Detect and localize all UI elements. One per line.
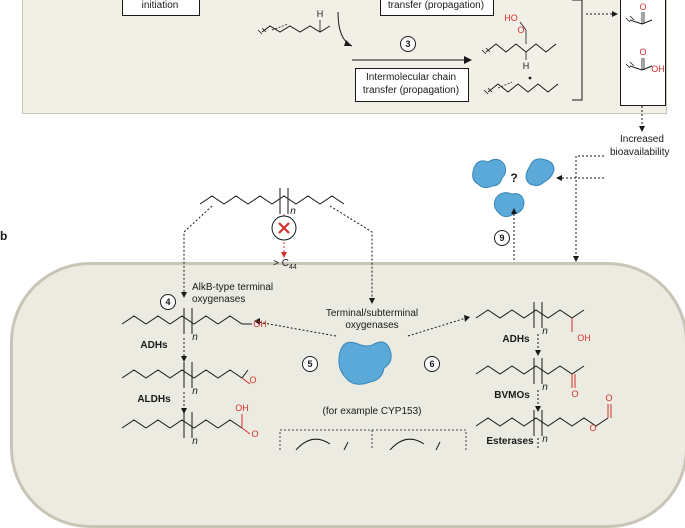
terminal-oxygenases-line2: oxygenases [345, 320, 399, 331]
o-label-aldehyde-b: O [249, 375, 257, 385]
oh-label-secondary: OH [577, 333, 591, 343]
intermolecular-box [355, 68, 469, 102]
alkb-label-line1: AlkB-type terminal [192, 282, 274, 293]
intermolecular-label-line1: Intermolecular chain [365, 72, 457, 83]
step-6-marker: 6 [424, 356, 440, 372]
question-mark: ? [510, 171, 518, 185]
step-5-marker: 5 [302, 356, 318, 372]
n-label-row3: n [192, 436, 198, 447]
enzyme-adhs-right: ADHs [502, 334, 530, 345]
panel-b-letter: b [0, 229, 8, 243]
enzyme-adhs-left: ADHs [140, 340, 168, 351]
oh-label-acid: OH [651, 64, 665, 74]
h-label: H [316, 9, 324, 19]
o-label-peroxide: O [517, 25, 525, 35]
bioavailability-line1: Increased [620, 134, 664, 145]
enzyme-aldhs: ALDHs [137, 394, 171, 405]
n-label-row3-right: n [542, 434, 548, 445]
oh-label-acid-b: OH [235, 403, 249, 413]
propagation-top-label: transfer (propagation) [387, 0, 485, 11]
step-9-marker: 9 [494, 230, 510, 246]
c44-prefix: > C [273, 258, 290, 269]
enzyme-esterases: Esterases [486, 436, 534, 447]
o-label-acid: O [639, 47, 647, 57]
initiation-box [122, 0, 200, 16]
oh-label-alcohol: OH [253, 319, 267, 329]
o-label-ester: O [589, 423, 597, 433]
terminal-oxygenases-line1: Terminal/subterminal [325, 308, 419, 319]
n-label-row1-right: n [542, 326, 548, 337]
n-label-row2-right: n [542, 382, 548, 393]
h-label-peroxide: H [522, 61, 530, 71]
n-label-top: n [290, 206, 296, 217]
panel-a-background [22, 0, 667, 114]
o-label-acid-b: O [251, 429, 259, 439]
o-label-ketone: O [571, 389, 579, 399]
n-label-row2: n [192, 386, 198, 397]
o-label-ester-top: O [605, 393, 613, 403]
enzyme-bvmos: BVMOs [494, 390, 530, 401]
example-cyp153: (for example CYP153) [322, 406, 422, 417]
propagation-top-box [380, 0, 494, 16]
c44-label: > C44 [270, 258, 300, 274]
alkb-label-line2: oxygenases [192, 294, 246, 305]
step-3-marker: 3 [400, 36, 416, 52]
ho-label: HO [504, 13, 518, 23]
initiation-label: initiation [141, 0, 179, 11]
products-box [620, 0, 666, 106]
o-label-aldehyde: O [639, 2, 647, 12]
bioavailability-line2: bioavailability [610, 147, 670, 158]
panel-b-structures [121, 188, 612, 450]
panel-a-structures [257, 0, 653, 101]
intermolecular-label-line2: transfer (propagation) [362, 85, 460, 96]
step-4-marker: 4 [160, 294, 176, 310]
enzyme-cluster [472, 106, 645, 268]
n-label-row1: n [192, 332, 198, 343]
c44-subscript: 44 [289, 264, 297, 271]
